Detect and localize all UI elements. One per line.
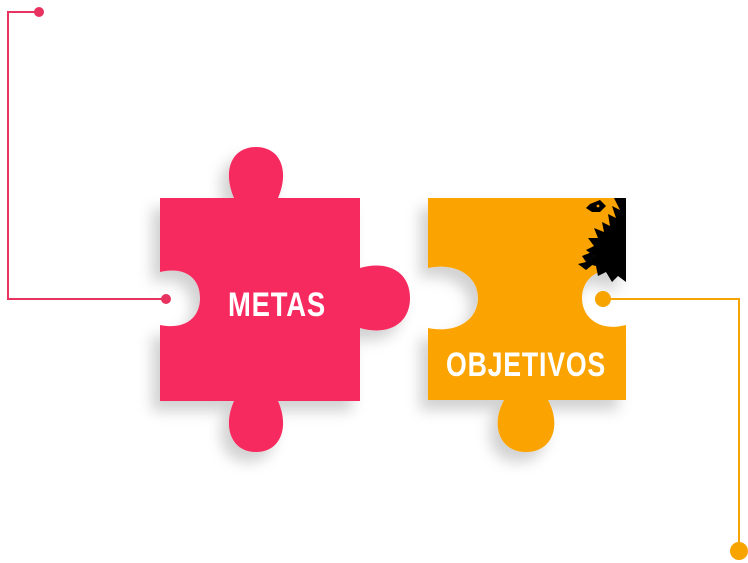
dragon-emblem-claw — [578, 252, 596, 270]
left-connector-end-dot — [161, 294, 171, 304]
dragon-emblem-body — [586, 198, 626, 282]
right-puzzle-piece: OBJETIVOS — [428, 198, 626, 452]
left-connector-line — [7, 11, 165, 300]
left-puzzle-piece: METAS — [160, 147, 410, 452]
right-piece-shape — [428, 198, 626, 452]
dragon-emblem-icon — [578, 198, 626, 282]
left-piece-shape — [160, 147, 410, 452]
right-connector-start-dot — [595, 291, 611, 307]
left-connector-start-dot — [34, 7, 44, 17]
right-connector — [595, 291, 748, 560]
left-connector — [7, 7, 171, 304]
dragon-emblem-eye — [596, 204, 600, 208]
left-piece-label: METAS — [228, 286, 326, 324]
right-connector-end-dot — [730, 542, 748, 560]
right-connector-line — [603, 298, 740, 548]
right-piece-label: OBJETIVOS — [446, 346, 606, 384]
dragon-emblem-head — [586, 200, 606, 212]
